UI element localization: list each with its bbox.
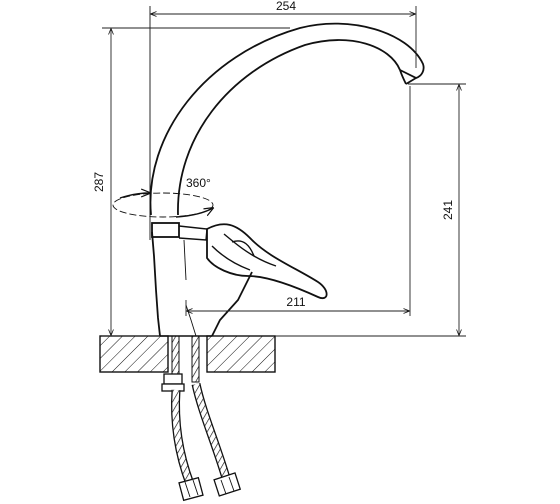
- dimension-reach: 211: [185, 86, 411, 316]
- dimension-total-height-label: 287: [92, 172, 106, 192]
- faucet-spout: [149, 22, 425, 216]
- supply-lines: [161, 335, 242, 502]
- dimension-reach-label: 211: [286, 295, 305, 309]
- dimension-spout-height: 241: [275, 83, 466, 337]
- dimension-total-height: 287: [92, 27, 290, 337]
- dimension-spout-height-label: 241: [441, 200, 455, 220]
- faucet-body: [151, 222, 253, 337]
- rotation-label: 360°: [186, 176, 211, 190]
- lever-handle: [206, 223, 328, 300]
- countertop-section: [99, 335, 276, 373]
- rotation-indicator: [112, 193, 213, 218]
- dimension-width-label: 254: [276, 0, 296, 13]
- dimension-width: 254: [151, 0, 417, 68]
